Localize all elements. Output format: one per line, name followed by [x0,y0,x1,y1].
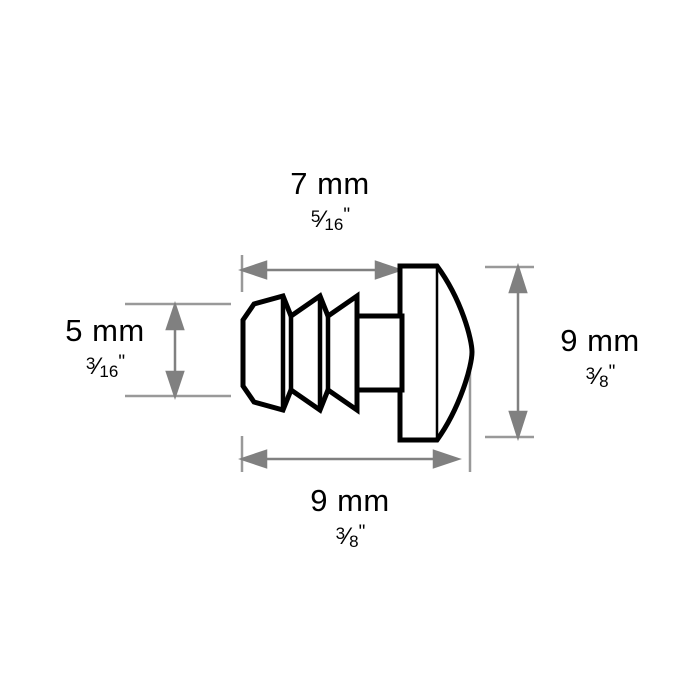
fastener-part [240,263,475,443]
dimension-right-9mm [508,262,528,442]
arrowhead-right [374,260,404,280]
smooth-shank-outline [353,313,405,393]
fraction-bottom-inch-mark: " [358,522,366,543]
extension-lines [125,255,534,472]
dimension-label-left: 5 mm 3⁄16" [40,315,170,380]
dimension-right-imperial: 3⁄8" [530,363,670,390]
dimension-left-imperial: 3⁄16" [40,353,170,380]
fraction-bottom-slash: ⁄ [345,523,350,550]
dimension-bottom-imperial: 3⁄8" [245,523,455,550]
dimension-top-imperial: 5⁄16" [230,206,430,233]
barb-division-lines [280,296,331,410]
fraction-bottom: 3⁄8" [335,522,366,551]
fraction-right-inch-mark: " [608,362,616,383]
barbed-shank-outline [240,291,360,415]
dimension-label-bottom: 9 mm 3⁄8" [245,485,455,550]
dimension-bottom-metric: 9 mm [310,483,390,518]
fraction-top-slash: ⁄ [320,206,325,233]
dimension-bottom-9mm [238,449,462,469]
fraction-right-numerator: 3 [585,364,596,383]
dimension-top-metric: 7 mm [290,166,370,201]
dimension-left-5mm [165,301,185,400]
dimension-top-7mm [238,260,404,280]
arrowhead-down [508,410,528,442]
dimension-right-metric: 9 mm [560,323,640,358]
fraction-right-denominator: 8 [599,372,609,391]
dimension-lines [165,260,528,469]
arrowhead-left [238,449,268,469]
fraction-left: 3⁄16" [85,352,125,381]
fraction-top: 5⁄16" [310,205,350,234]
arrowhead-right [432,449,462,469]
dimension-left-metric: 5 mm [65,313,145,348]
fraction-left-denominator: 16 [99,362,119,381]
arrowhead-up [165,301,185,331]
arrowhead-down [165,370,185,400]
fraction-top-inch-mark: " [343,205,350,226]
dimension-label-right: 9 mm 3⁄8" [530,325,670,390]
fraction-bottom-denominator: 8 [349,532,359,551]
fraction-left-slash: ⁄ [95,353,100,380]
fraction-right-slash: ⁄ [595,363,600,390]
fraction-top-denominator: 16 [324,215,344,234]
fraction-top-numerator: 5 [310,207,321,226]
fraction-left-numerator: 3 [85,354,96,373]
arrowhead-up [508,262,528,294]
fraction-right: 3⁄8" [585,362,616,391]
fraction-bottom-numerator: 3 [335,524,346,543]
dimension-label-top: 7 mm 5⁄16" [230,168,430,233]
arrowhead-left [238,260,268,280]
fraction-left-inch-mark: " [118,352,125,373]
